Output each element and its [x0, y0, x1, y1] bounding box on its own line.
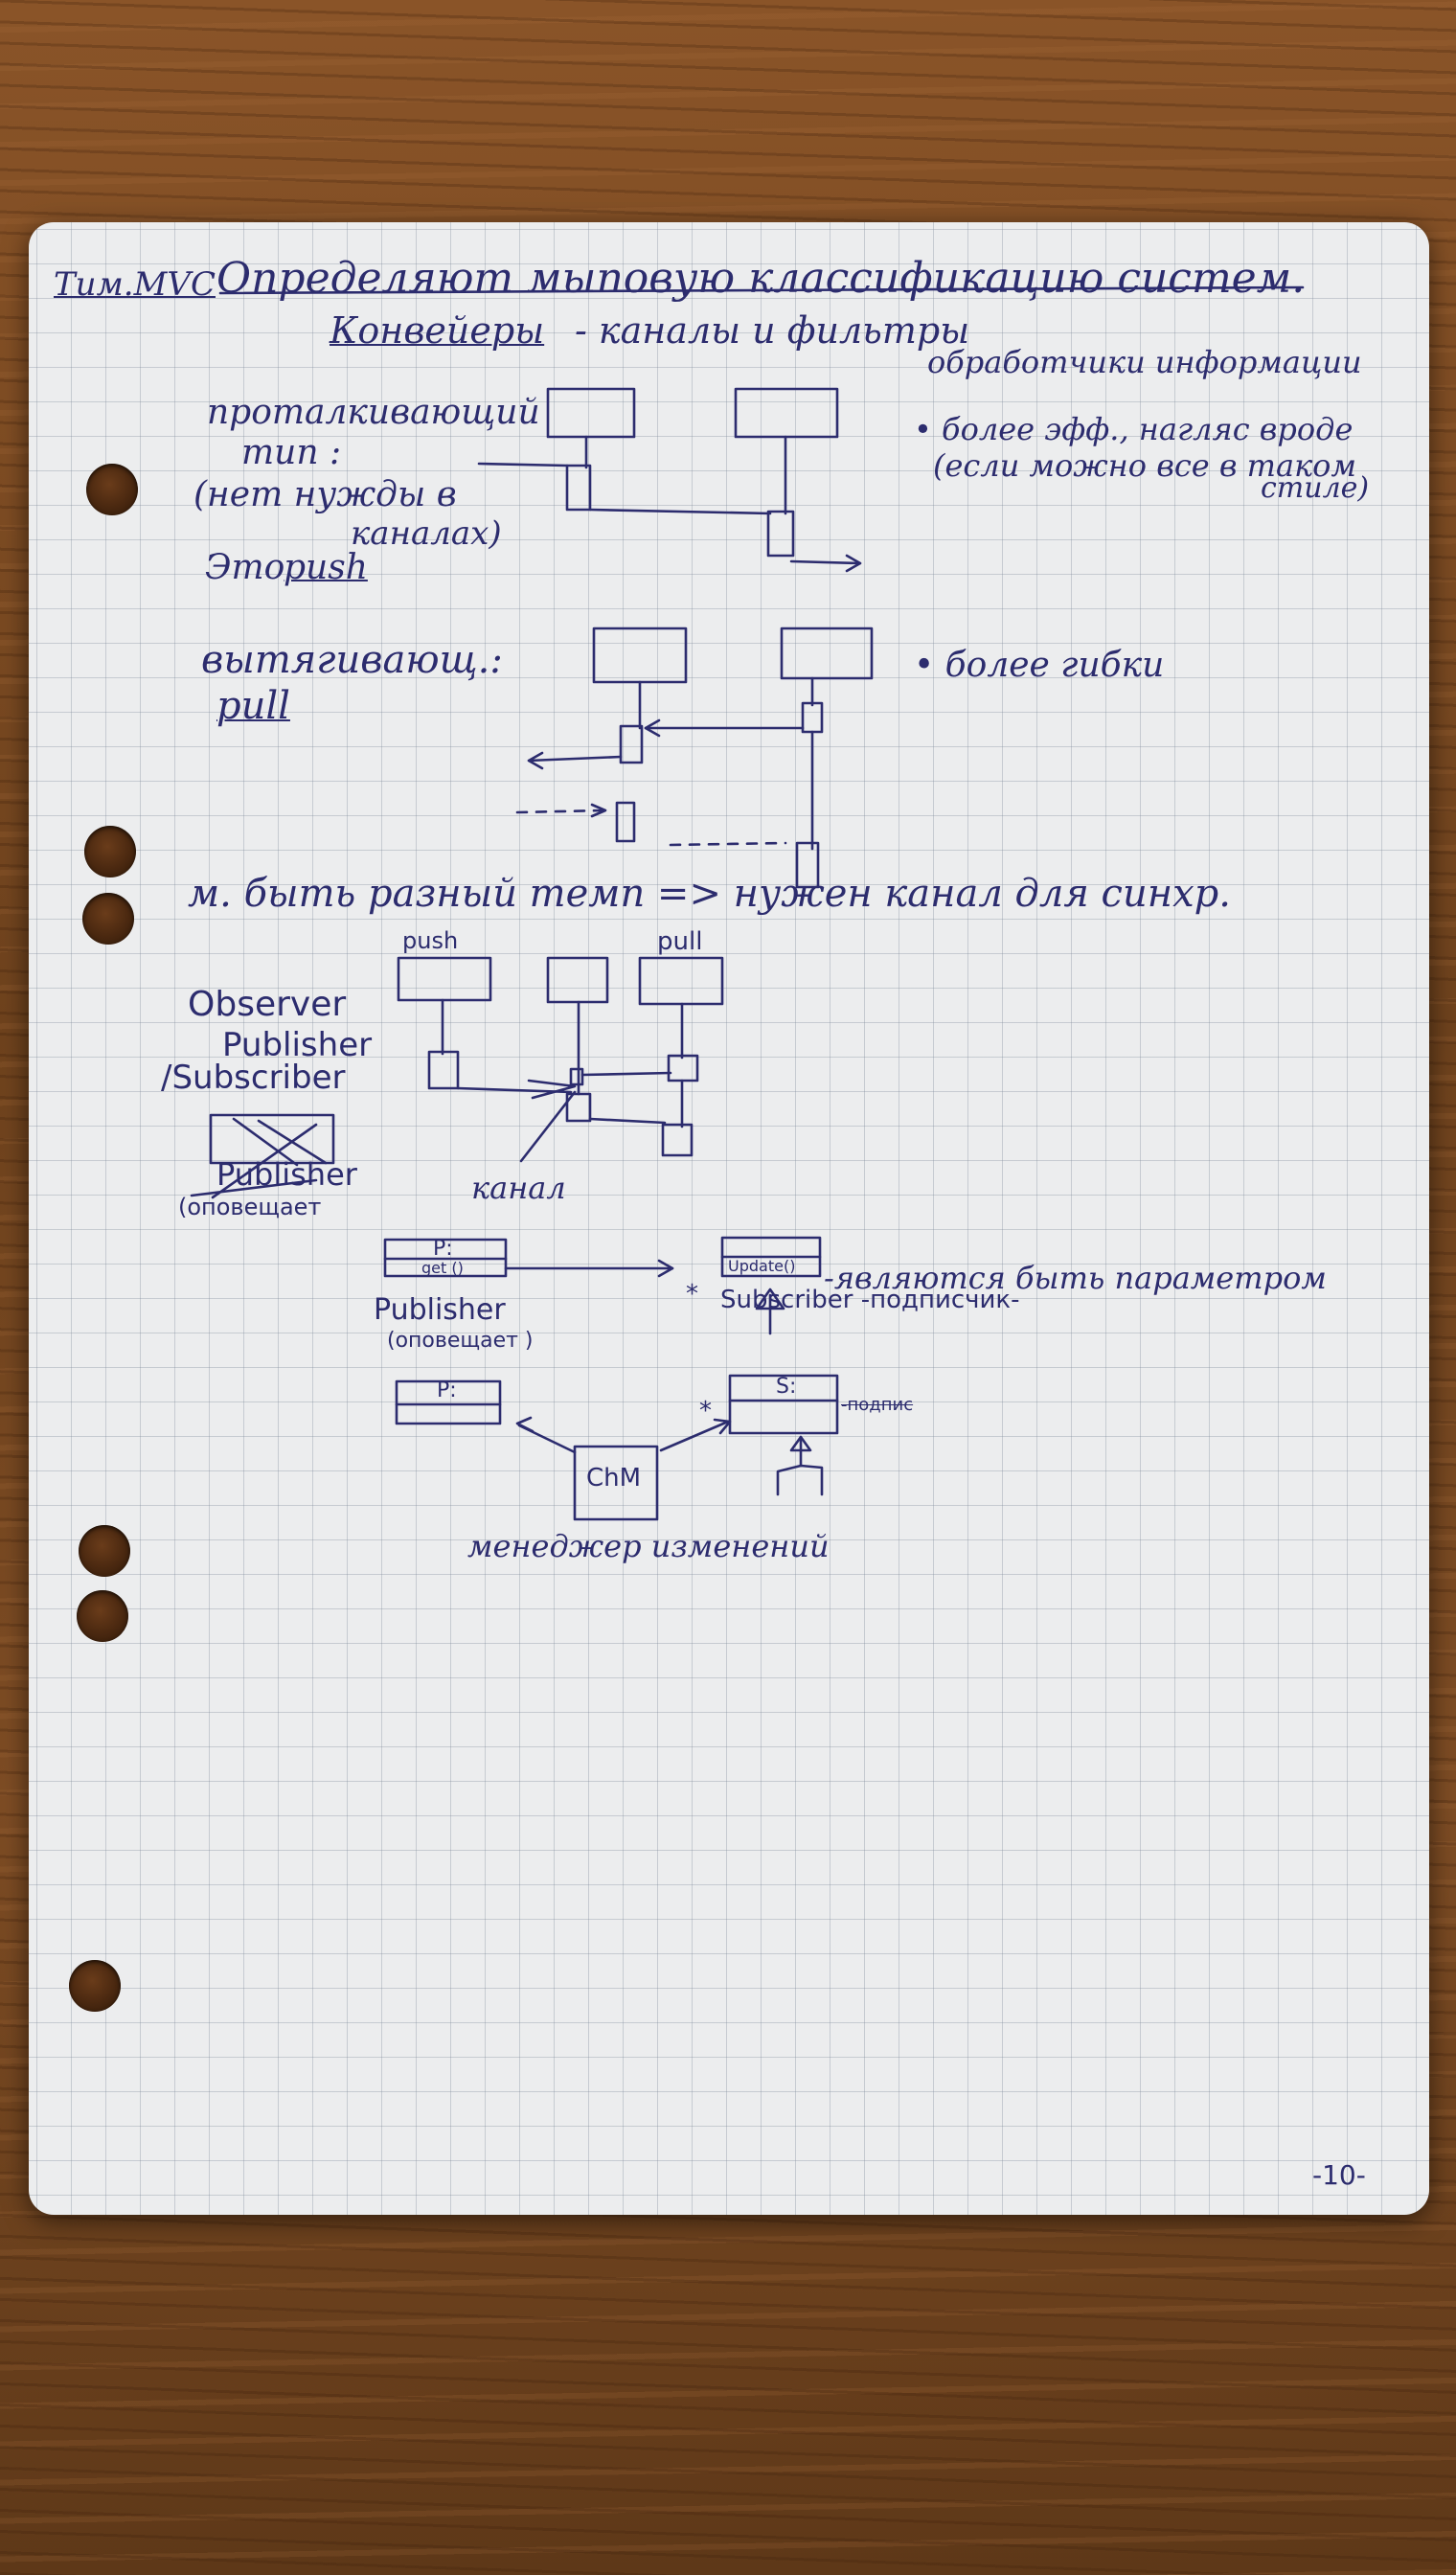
punch-hole — [86, 464, 138, 515]
punch-hole — [82, 893, 134, 945]
pull-label-1: вытягивающ.: — [201, 638, 503, 682]
page-number: -10- — [1312, 2159, 1366, 2191]
param-note: -являются быть параметром — [824, 1260, 1327, 1296]
push-label-1: проталкивающий — [207, 393, 540, 432]
punch-hole — [77, 1590, 128, 1642]
diagram-pull-tag: pull — [657, 927, 703, 956]
class-p-name: P: — [433, 1237, 453, 1261]
class-s-method: Update() — [728, 1257, 796, 1275]
title-line-2-rest: - каналы и фильтры — [575, 309, 970, 352]
punch-hole — [84, 826, 136, 877]
crossed-publisher: Publisher — [216, 1156, 357, 1193]
class-p-method: get () — [421, 1259, 464, 1277]
title-line-1: Определяют мыповую классификацию систем. — [216, 254, 1306, 303]
push-note-3: стиле) — [1261, 471, 1370, 505]
header-left: Тим.MVC — [54, 265, 216, 304]
push-label-4: каналах) — [351, 514, 502, 553]
push-note-1: • более эфф., нагляс вроде — [914, 411, 1354, 447]
title-line-2-left: Конвейеры — [330, 309, 545, 352]
title-line-2-right: обработчики информации — [927, 344, 1362, 380]
push-label-5: Это — [205, 548, 285, 587]
class-p2-name: P: — [437, 1379, 457, 1402]
observer-label: Observer — [188, 985, 347, 1024]
chm-label: ChM — [586, 1464, 642, 1493]
punch-hole — [69, 1960, 121, 2012]
punch-hole — [79, 1525, 130, 1577]
change-manager: менеджер изменений — [467, 1528, 830, 1564]
notebook-page — [29, 222, 1429, 2215]
publisher-label: Publisher — [222, 1026, 373, 1064]
pull-label-2: pull — [216, 684, 290, 728]
push-note-2: (если можно все в таком — [933, 447, 1356, 484]
push-label-6: push — [284, 548, 368, 587]
star-2: * — [699, 1397, 712, 1425]
star-1: * — [686, 1280, 698, 1309]
subscriber-label: /Subscriber — [161, 1059, 346, 1097]
subscriber-note: Subscriber -подписчик- — [720, 1286, 1020, 1314]
crossed-opoveshchatel: (оповещает — [178, 1194, 322, 1220]
diagram-push-tag: push — [402, 927, 459, 954]
kanal-label: канал — [471, 1170, 566, 1206]
sync-line: м. быть разный темп => нужен канал для с… — [188, 872, 1231, 916]
publisher-note-2: (оповещает ) — [387, 1329, 534, 1353]
push-label-2: тип : — [241, 433, 342, 472]
class-s2-name: S: — [776, 1375, 797, 1399]
push-label-3: (нет нужды в — [193, 475, 457, 514]
publisher-note-1: Publisher — [374, 1293, 506, 1327]
s-side-note: -подпис — [841, 1395, 914, 1415]
pull-note: • более гибки — [914, 646, 1165, 685]
